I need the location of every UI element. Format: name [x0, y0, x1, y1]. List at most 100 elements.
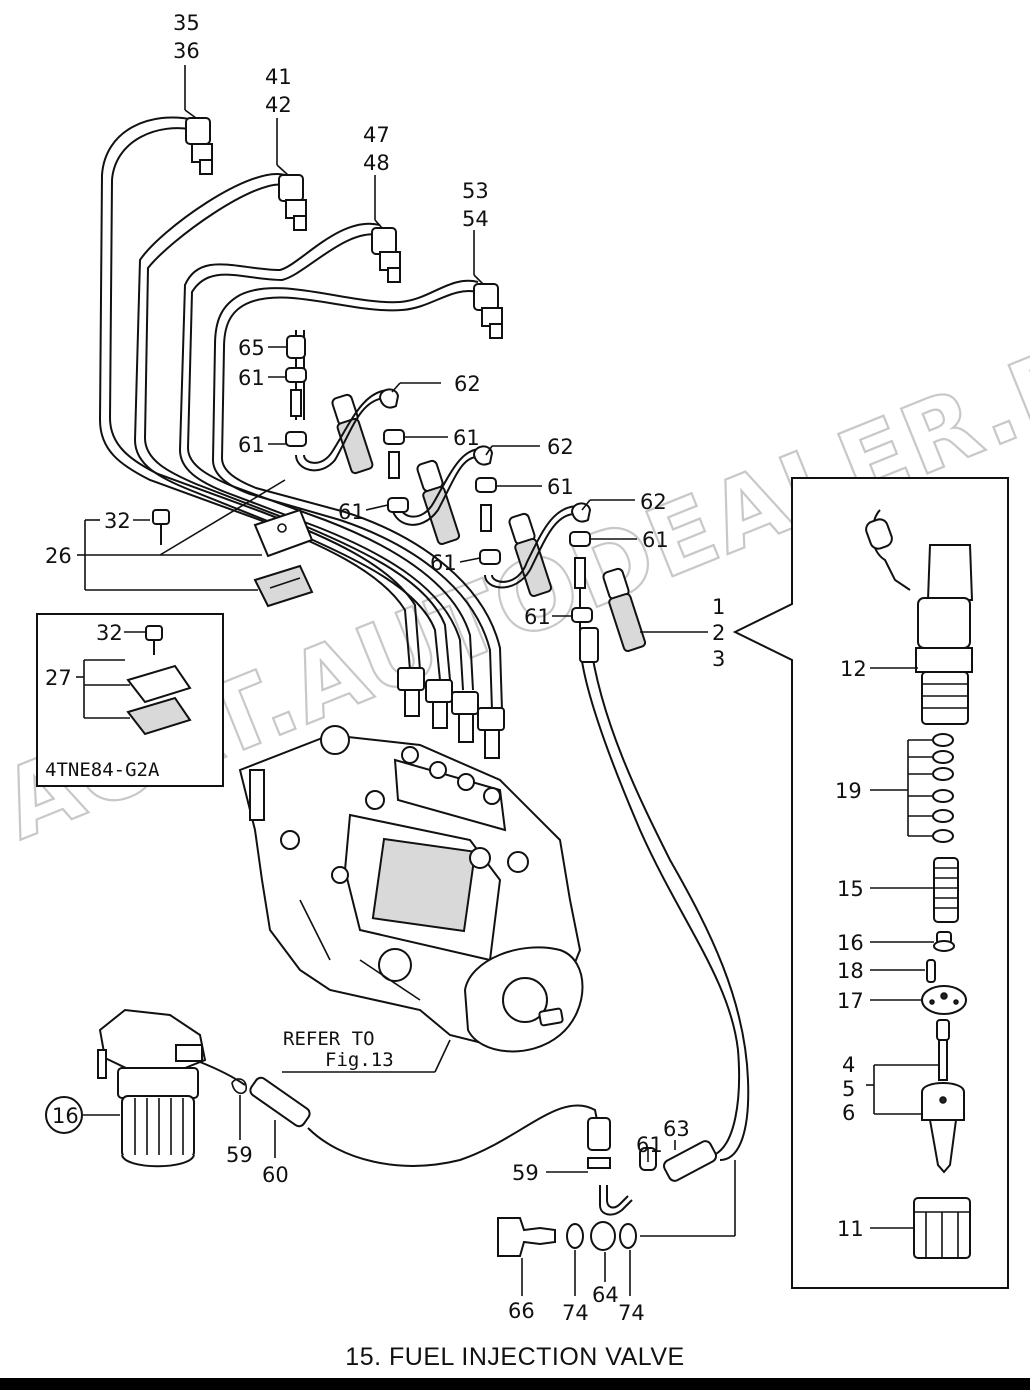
nozzle-1: [331, 393, 374, 475]
label-41: 41: [265, 65, 292, 89]
label-27: 27: [45, 666, 72, 690]
nozzle-3: [508, 512, 553, 597]
label-62c: 62: [640, 490, 667, 514]
label-16-circled: 16: [52, 1104, 79, 1128]
injection-pipes: [98, 116, 505, 759]
label-1: 1: [712, 595, 725, 619]
label-47: 47: [363, 123, 390, 147]
hose-a: [290, 389, 302, 417]
label-12: 12: [840, 657, 867, 681]
label-17: 17: [837, 989, 864, 1013]
pipe-nut-pump-3: [451, 691, 479, 743]
clip-61-h: [571, 607, 593, 623]
label-3: 3: [712, 647, 725, 671]
inset-clamp-upper: [126, 664, 192, 704]
shims-19: [932, 733, 954, 843]
label-66: 66: [508, 1299, 535, 1323]
inset-model-label: 4TNE84-G2A: [45, 759, 160, 781]
label-74b: 74: [618, 1301, 645, 1325]
pump-stud: [249, 769, 265, 821]
label-48: 48: [363, 151, 390, 175]
pipe-clamp-lower: [253, 564, 314, 608]
label-32b: 32: [96, 621, 123, 645]
label-61g: 61: [642, 528, 669, 552]
label-18: 18: [837, 959, 864, 983]
bottom-bar: [0, 1378, 1030, 1390]
label-61i: 61: [636, 1133, 663, 1157]
clamp-bolt-32: [152, 509, 170, 545]
label-59b: 59: [512, 1161, 539, 1185]
hose-63: [662, 1140, 718, 1182]
pipe-nut-pump-4: [477, 707, 505, 759]
gasket-74-a: [566, 1223, 584, 1249]
union-bolt-66: [497, 1217, 556, 1257]
label-62a: 62: [454, 372, 481, 396]
injection-pump: [238, 725, 584, 1053]
label-5: 5: [842, 1077, 855, 1101]
label-36: 36: [173, 39, 200, 63]
pipe-nut-35: [185, 117, 213, 175]
filter-bleed: [97, 1049, 107, 1079]
pipe-nut-41: [278, 174, 307, 231]
clip-61-f: [479, 549, 501, 565]
distance-piece-17: [921, 985, 967, 1015]
label-61a: 61: [238, 366, 265, 390]
figure-caption: 15. FUEL INJECTION VALVE: [345, 1343, 685, 1371]
leader-lines: [77, 65, 736, 1296]
label-42: 42: [265, 93, 292, 117]
part-labels: 35 36 41 42 47 48 53 54 65 61 62 61 61 6…: [45, 11, 867, 1325]
hose-b: [388, 451, 400, 479]
gasket-74-b: [619, 1223, 637, 1249]
inset-clamp-lower: [126, 696, 192, 736]
label-15: 15: [837, 877, 864, 901]
label-32a: 32: [104, 509, 131, 533]
banjo-62-b: [472, 445, 494, 466]
clip-61-e: [475, 477, 497, 493]
label-11: 11: [837, 1217, 864, 1241]
inset-bolt-32: [145, 625, 163, 641]
banjo-62-c: [570, 502, 592, 523]
nozzle-4-5-6: [921, 1019, 965, 1174]
hose-59-b-sleeve: [587, 1117, 611, 1151]
hose-clip-59-a: [231, 1078, 247, 1095]
label-35: 35: [173, 11, 200, 35]
label-4: 4: [842, 1053, 855, 1077]
banjo-62-a: [378, 388, 400, 409]
label-74a: 74: [562, 1301, 589, 1325]
label-61h: 61: [524, 605, 551, 629]
spring-15: [933, 857, 959, 923]
fuel-hose-60: [199, 1061, 599, 1167]
label-61c: 61: [453, 426, 480, 450]
nozzle-nut-11: [913, 1197, 971, 1259]
label-6: 6: [842, 1101, 855, 1125]
hose-e: [579, 627, 599, 663]
clip-61-c: [383, 429, 405, 445]
nozzle-holder-12: [865, 509, 974, 725]
label-61d: 61: [338, 500, 365, 524]
label-2: 2: [712, 621, 725, 645]
label-26: 26: [45, 544, 72, 568]
nozzle-holders: [331, 393, 647, 652]
pipe-nut-pump-1: [397, 667, 425, 717]
label-19: 19: [835, 779, 862, 803]
label-16: 16: [837, 931, 864, 955]
label-65: 65: [238, 336, 265, 360]
refer-note-line2: Fig.13: [325, 1049, 394, 1071]
label-59a: 59: [226, 1143, 253, 1167]
label-61b: 61: [238, 433, 265, 457]
pin-18: [926, 959, 936, 983]
nozzle-2: [416, 459, 461, 545]
clip-61-a: [285, 367, 307, 383]
label-63: 63: [663, 1117, 690, 1141]
banjo-64: [590, 1221, 616, 1251]
refer-note-line1: REFER TO: [283, 1028, 375, 1050]
leak-off-small-parts: [285, 335, 599, 663]
label-61e: 61: [547, 475, 574, 499]
clip-61-b: [285, 431, 307, 447]
inset-box: [36, 613, 224, 787]
fuel-filter: [97, 1008, 207, 1168]
pipe-nut-47: [371, 227, 401, 283]
clip-61-d: [387, 497, 409, 513]
pipe-clamp-upper: [253, 508, 314, 558]
